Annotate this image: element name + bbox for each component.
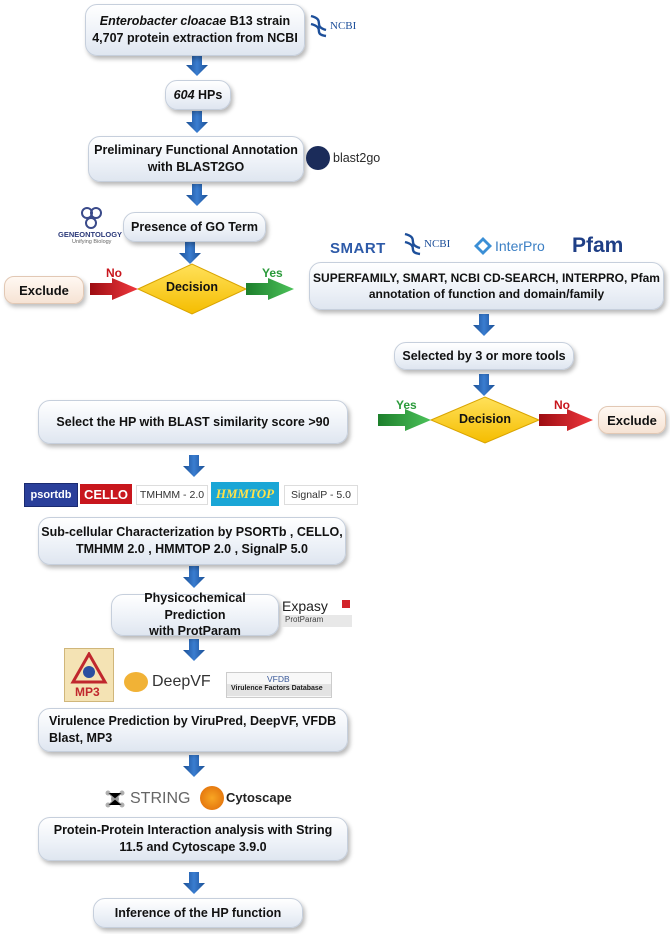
blast2go-circle-icon bbox=[306, 146, 330, 170]
cytoscape-hexagon-icon bbox=[200, 786, 224, 810]
hmmtop-logo: HMMTOP bbox=[211, 482, 279, 506]
flow-arrow bbox=[186, 111, 208, 133]
ncbi-logo-2: NCBI bbox=[402, 232, 458, 258]
step-inference: Inference of the HP function bbox=[93, 898, 303, 928]
ncbi-logo: NCBI bbox=[308, 14, 364, 40]
pfam-logo: Pfam bbox=[572, 234, 624, 257]
ncbi-helix-icon bbox=[404, 232, 421, 256]
psortdb-logo: psortdb bbox=[24, 483, 78, 507]
string-logo: STRING bbox=[104, 788, 190, 812]
signalp-logo: SignalP - 5.0 bbox=[284, 485, 358, 505]
step-go-term: Presence of GO Term bbox=[123, 212, 266, 242]
step-protein-extraction: Enterobacter cloacae B13 strain 4,707 pr… bbox=[85, 4, 305, 56]
string-network-icon bbox=[105, 790, 125, 808]
exclude-box-2: Exclude bbox=[598, 406, 666, 434]
cytoscape-logo: Cytoscape bbox=[200, 784, 300, 814]
mp3-logo: MP3 bbox=[64, 648, 114, 702]
flow-arrow bbox=[186, 184, 208, 206]
flow-arrow bbox=[473, 314, 495, 336]
interpro-logo: InterPro bbox=[474, 236, 554, 258]
no-label-2: No bbox=[554, 398, 570, 412]
step-subcellular: Sub-cellular Characterization by PSORTb … bbox=[38, 517, 346, 565]
step-virulence: Virulence Prediction by ViruPred, DeepVF… bbox=[38, 708, 348, 752]
step-selected-by-tools: Selected by 3 or more tools bbox=[394, 342, 574, 370]
interpro-diamond-icon bbox=[474, 237, 492, 255]
flow-arrow bbox=[183, 872, 205, 894]
expasy-logo: Expasy ProtParam bbox=[282, 598, 352, 628]
step-domain-annotation: SUPERFAMILY, SMART, NCBI CD-SEARCH, INTE… bbox=[309, 262, 664, 310]
decision-label-2: Decision bbox=[458, 412, 512, 426]
deepvf-logo: DeepVF bbox=[124, 670, 214, 696]
cello-logo: CELLO bbox=[80, 484, 132, 504]
yes-label-1: Yes bbox=[262, 266, 283, 280]
vfdb-logo: VFDB Virulence Factors Database bbox=[226, 672, 332, 698]
tmhmm-logo: TMHMM - 2.0 bbox=[136, 485, 208, 505]
flow-arrow bbox=[183, 455, 205, 477]
decision-label-1: Decision bbox=[165, 280, 219, 294]
ncbi-helix-icon bbox=[310, 14, 327, 38]
step-hps: 604 HPs bbox=[165, 80, 231, 110]
yes-arrow-1 bbox=[246, 278, 294, 300]
flow-arrow bbox=[183, 755, 205, 777]
expasy-badge-icon bbox=[342, 600, 350, 608]
smart-logo: SMART bbox=[330, 240, 386, 257]
flow-arrow bbox=[473, 374, 495, 396]
deepvf-brain-icon bbox=[124, 672, 148, 692]
no-arrow-2 bbox=[539, 409, 593, 431]
step-blast-similarity: Select the HP with BLAST similarity scor… bbox=[38, 400, 348, 444]
flow-arrow bbox=[183, 566, 205, 588]
flow-arrow bbox=[183, 639, 205, 661]
no-label-1: No bbox=[106, 266, 122, 280]
mp3-emblem-icon bbox=[70, 652, 108, 684]
flow-arrow bbox=[186, 54, 208, 76]
geneontology-nodes-icon bbox=[81, 207, 102, 229]
yes-label-2: Yes bbox=[396, 398, 417, 412]
exclude-box-1: Exclude bbox=[4, 276, 84, 304]
yes-arrow-2 bbox=[378, 409, 431, 431]
no-arrow-1 bbox=[90, 278, 138, 300]
flow-arrow bbox=[179, 242, 201, 264]
geneontology-logo: GENEONTOLOGY Unifying Biology bbox=[58, 206, 124, 246]
step-ppi: Protein-Protein Interaction analysis wit… bbox=[38, 817, 348, 861]
blast2go-logo: blast2go bbox=[306, 146, 386, 172]
